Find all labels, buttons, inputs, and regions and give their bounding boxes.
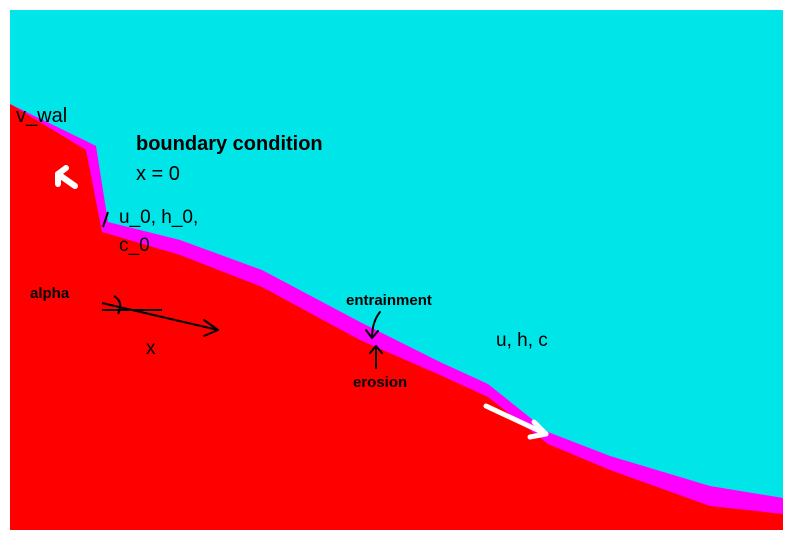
angle-label: alpha: [30, 285, 70, 302]
angle-construction: [101, 295, 219, 331]
inflow-tick: [102, 211, 109, 228]
wall-velocity-label: v_wal: [16, 105, 67, 127]
arrow-down-icon: [365, 311, 381, 339]
arrow-up-icon: [369, 345, 383, 369]
inflow-label-line2: c_0: [119, 235, 150, 256]
boundary-title-label: boundary condition: [136, 133, 323, 155]
slope-bed: [10, 104, 783, 530]
x-axis-label: x: [146, 338, 156, 359]
boundary-x-label: x = 0: [136, 163, 180, 185]
erosion-label: erosion: [353, 374, 407, 391]
inflow-label-line1: u_0, h_0,: [119, 207, 198, 228]
arrow-right-icon: [203, 319, 219, 337]
entrainment-label: entrainment: [346, 292, 432, 309]
arrow-down-right-icon: [483, 403, 549, 440]
flow-vars-label: u, h, c: [496, 330, 548, 351]
arrow-up-left-icon: [55, 165, 78, 189]
